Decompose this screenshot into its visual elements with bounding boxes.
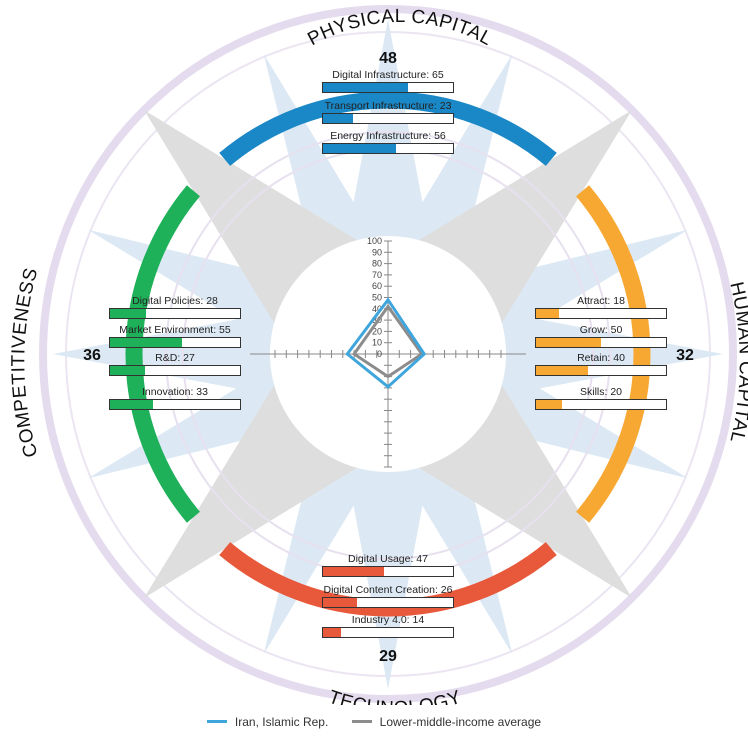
- pillar-arc-physical: [219, 91, 557, 166]
- indicator-label-human-2: Retain: 40: [577, 352, 625, 364]
- tick-label-10: 10: [372, 338, 382, 348]
- indicator-fill-human-0: [536, 309, 560, 318]
- indicator-fill-competitiveness-3: [110, 400, 153, 409]
- pillar-score-human: 32: [676, 347, 694, 364]
- indicator-label-human-3: Skills: 20: [579, 386, 622, 398]
- indicator-fill-physical-2: [323, 144, 396, 153]
- indicator-label-competitiveness-1: Market Environment: 55: [119, 324, 231, 336]
- tick-label-70: 70: [372, 270, 382, 280]
- indicator-fill-technology-0: [323, 567, 385, 576]
- outer-ring: [39, 5, 737, 703]
- indicator-bar-physical-0: [322, 82, 454, 93]
- indicator-bar-competitiveness-0: [109, 308, 241, 319]
- indicator-label-physical-2: Energy Infrastructure: 56: [330, 130, 446, 142]
- tick-label-60: 60: [372, 281, 382, 291]
- series-average: [351, 303, 425, 379]
- indicator-label-technology-1: Digital Content Creation: 26: [323, 584, 453, 596]
- tick-label-0: 0: [377, 349, 382, 359]
- legend-swatch-iran: [206, 720, 227, 723]
- indicator-fill-competitiveness-2: [110, 366, 146, 375]
- indicator-fill-physical-1: [323, 114, 353, 123]
- indicator-bar-technology-0: [322, 566, 454, 577]
- legend-label-iran: Iran, Islamic Rep.: [234, 714, 329, 729]
- legend-item-average: Lower-middle-income average: [351, 714, 542, 729]
- indicator-bar-competitiveness-2: [109, 365, 241, 376]
- indicator-label-technology-0: Digital Usage: 47: [348, 553, 428, 565]
- tick-label-20: 20: [372, 326, 382, 336]
- pillar-score-competitiveness: 36: [83, 347, 101, 364]
- pillar-arc-competitiveness: [125, 185, 200, 523]
- pillar-label-competitiveness: COMPETITIVENESS: [8, 265, 42, 459]
- indicator-label-competitiveness-2: R&D: 27: [155, 352, 195, 364]
- indicator-bar-human-1: [535, 337, 667, 348]
- indicator-fill-technology-1: [323, 598, 357, 607]
- tick-label-90: 90: [372, 247, 382, 257]
- indicator-label-physical-1: Transport Infrastructure: 23: [324, 100, 452, 112]
- pillar-score-technology: 29: [379, 648, 397, 665]
- series-iran: [345, 297, 427, 389]
- indicator-fill-physical-0: [323, 83, 408, 92]
- indicator-bar-technology-2: [322, 627, 454, 638]
- legend-label-average: Lower-middle-income average: [379, 714, 542, 729]
- tick-label-50: 50: [372, 293, 382, 303]
- indicator-bar-competitiveness-1: [109, 337, 241, 348]
- legend: Iran, Islamic Rep. Lower-middle-income a…: [0, 712, 748, 729]
- indicator-bar-human-3: [535, 399, 667, 410]
- tick-label-100: 100: [367, 236, 382, 246]
- indicator-bar-physical-2: [322, 143, 454, 154]
- indicator-label-technology-2: Industry 4.0: 14: [351, 614, 425, 626]
- indicator-bar-human-2: [535, 365, 667, 376]
- indicator-bar-competitiveness-3: [109, 399, 241, 410]
- indicator-bar-physical-1: [322, 113, 454, 124]
- indicator-label-physical-0: Digital Infrastructure: 65: [332, 69, 444, 81]
- pillar-score-physical: 48: [379, 50, 397, 67]
- pillar-arc-human: [576, 185, 651, 523]
- legend-item-iran: Iran, Islamic Rep.: [206, 714, 329, 729]
- indicator-bar-technology-1: [322, 597, 454, 608]
- indicator-bar-human-0: [535, 308, 667, 319]
- tick-label-40: 40: [372, 304, 382, 314]
- indicator-fill-human-1: [536, 338, 601, 347]
- indicator-fill-competitiveness-1: [110, 338, 182, 347]
- indicator-label-competitiveness-0: Digital Policies: 28: [132, 295, 218, 307]
- indicator-label-competitiveness-3: Innovation: 33: [142, 386, 208, 398]
- indicator-fill-competitiveness-0: [110, 309, 147, 318]
- tick-label-80: 80: [372, 259, 382, 269]
- indicator-fill-human-3: [536, 400, 562, 409]
- legend-swatch-average: [351, 720, 372, 723]
- indicator-label-human-0: Attract: 18: [577, 295, 625, 307]
- indicator-fill-technology-2: [323, 628, 342, 637]
- indicator-label-human-1: Grow: 50: [579, 324, 623, 336]
- indicator-fill-human-2: [536, 366, 588, 375]
